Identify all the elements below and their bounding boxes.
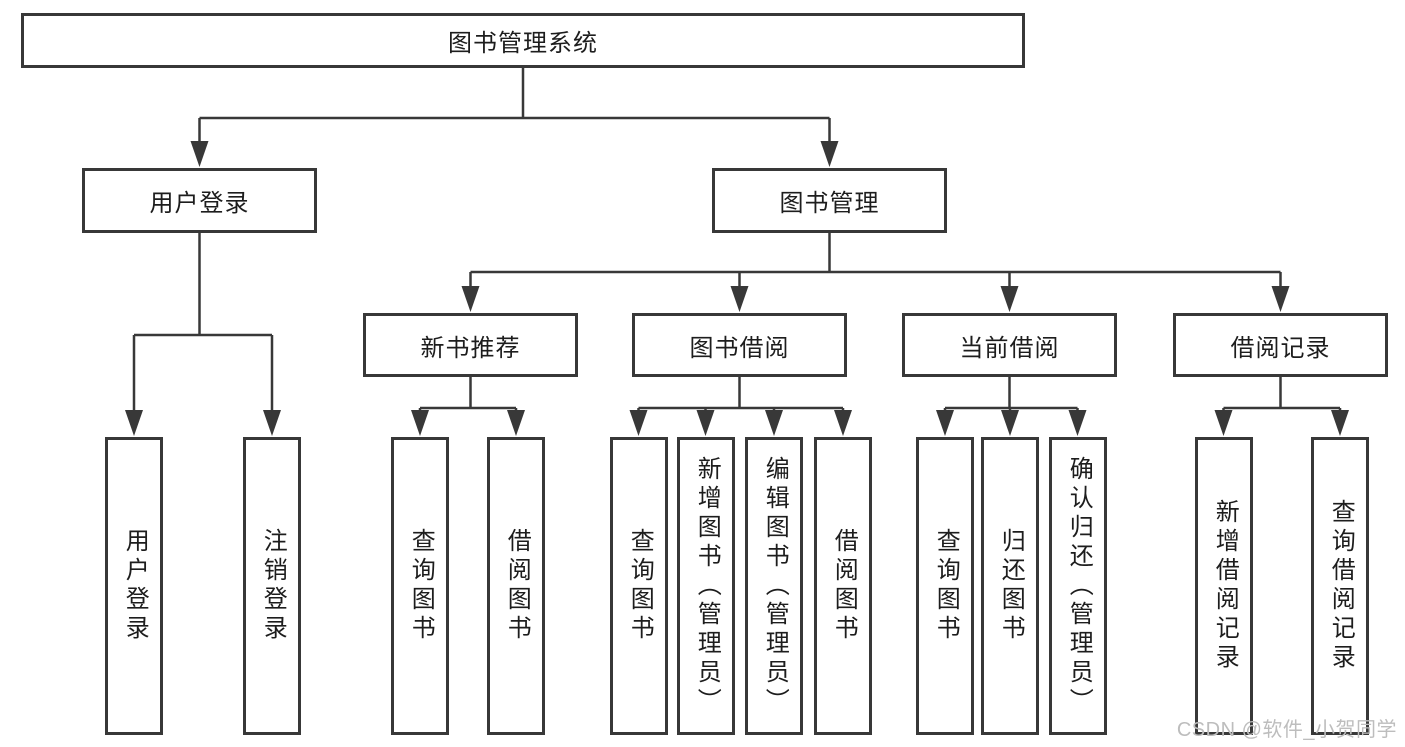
connector-book-mgmt-to-level3 bbox=[461, 233, 1290, 312]
node-label: 借阅记录 bbox=[1230, 334, 1331, 362]
node-label: 当前借阅 bbox=[959, 334, 1060, 362]
connector-new-book-rec-children bbox=[411, 377, 525, 436]
connector-borrow-records-children bbox=[1214, 377, 1349, 436]
node-borrowing-records: 借阅记录 bbox=[1173, 313, 1388, 377]
arrowhead bbox=[730, 286, 749, 312]
arrowhead bbox=[1000, 286, 1019, 312]
node-label: 查询图书 bbox=[626, 528, 654, 644]
arrowhead bbox=[461, 286, 480, 312]
leaf-add-books-admin: 新增图书（管理员） bbox=[677, 437, 735, 735]
node-label: 查询图书 bbox=[932, 528, 960, 644]
arrowhead bbox=[765, 410, 783, 436]
arrowhead bbox=[411, 410, 429, 436]
arrowhead bbox=[1331, 410, 1349, 436]
node-label: 查询借阅记录 bbox=[1327, 499, 1355, 673]
leaf-borrow-books-2: 借阅图书 bbox=[814, 437, 872, 735]
node-label: 新书推荐 bbox=[420, 334, 521, 362]
node-label: 图书管理 bbox=[779, 190, 880, 217]
node-label: 归还图书 bbox=[997, 528, 1025, 644]
arrowhead bbox=[629, 410, 648, 436]
connector-book-borrow-children bbox=[629, 377, 852, 436]
leaf-edit-books-admin: 编辑图书（管理员） bbox=[745, 437, 803, 735]
leaf-query-borrow-record: 查询借阅记录 bbox=[1311, 437, 1369, 735]
node-label: 借阅图书 bbox=[830, 528, 858, 644]
node-label: 确认归还（管理员） bbox=[1065, 455, 1093, 717]
node-label: 图书借阅 bbox=[689, 334, 790, 362]
arrowhead bbox=[696, 410, 715, 436]
node-label: 借阅图书 bbox=[503, 528, 531, 644]
arrowhead bbox=[125, 410, 143, 436]
arrowhead bbox=[1271, 286, 1290, 312]
node-new-book-recommend: 新书推荐 bbox=[363, 313, 578, 377]
arrowhead bbox=[263, 410, 281, 436]
connector-current-borrow-children bbox=[936, 377, 1087, 436]
node-library-management-system: 图书管理系统 bbox=[21, 13, 1025, 68]
leaf-return-books: 归还图书 bbox=[981, 437, 1039, 735]
node-label: 用户登录 bbox=[149, 190, 250, 217]
node-book-management: 图书管理 bbox=[712, 168, 947, 233]
leaf-query-books-1: 查询图书 bbox=[391, 437, 449, 735]
connector-root-to-level2 bbox=[190, 68, 839, 167]
leaf-query-books-3: 查询图书 bbox=[916, 437, 974, 735]
node-user-login: 用户登录 bbox=[82, 168, 317, 233]
leaf-logout: 注销登录 bbox=[243, 437, 301, 735]
arrowhead bbox=[834, 410, 852, 436]
connector-user-login-children bbox=[125, 233, 281, 436]
arrowhead bbox=[1001, 410, 1019, 436]
leaf-borrow-books-1: 借阅图书 bbox=[487, 437, 545, 735]
node-current-borrowing: 当前借阅 bbox=[902, 313, 1117, 377]
leaf-user-login: 用户登录 bbox=[105, 437, 163, 735]
node-label: 新增图书（管理员） bbox=[693, 455, 721, 717]
arrowhead bbox=[936, 410, 954, 436]
csdn-watermark: CSDN @软件_小贺同学 bbox=[1176, 719, 1397, 741]
leaf-add-borrow-record: 新增借阅记录 bbox=[1195, 437, 1253, 735]
node-label: 查询图书 bbox=[407, 528, 435, 644]
arrowhead bbox=[1068, 410, 1087, 436]
arrowhead bbox=[507, 410, 525, 436]
node-label: 新增借阅记录 bbox=[1211, 499, 1239, 673]
node-label: 注销登录 bbox=[259, 528, 287, 644]
arrowhead bbox=[1214, 410, 1233, 436]
node-label: 图书管理系统 bbox=[448, 30, 598, 57]
node-book-borrowing: 图书借阅 bbox=[632, 313, 847, 377]
arrowhead bbox=[190, 141, 209, 167]
node-label: 编辑图书（管理员） bbox=[761, 455, 789, 717]
leaf-query-books-2: 查询图书 bbox=[610, 437, 668, 735]
arrowhead bbox=[820, 141, 839, 167]
leaf-confirm-return-admin: 确认归还（管理员） bbox=[1049, 437, 1107, 735]
node-label: 用户登录 bbox=[121, 528, 149, 644]
